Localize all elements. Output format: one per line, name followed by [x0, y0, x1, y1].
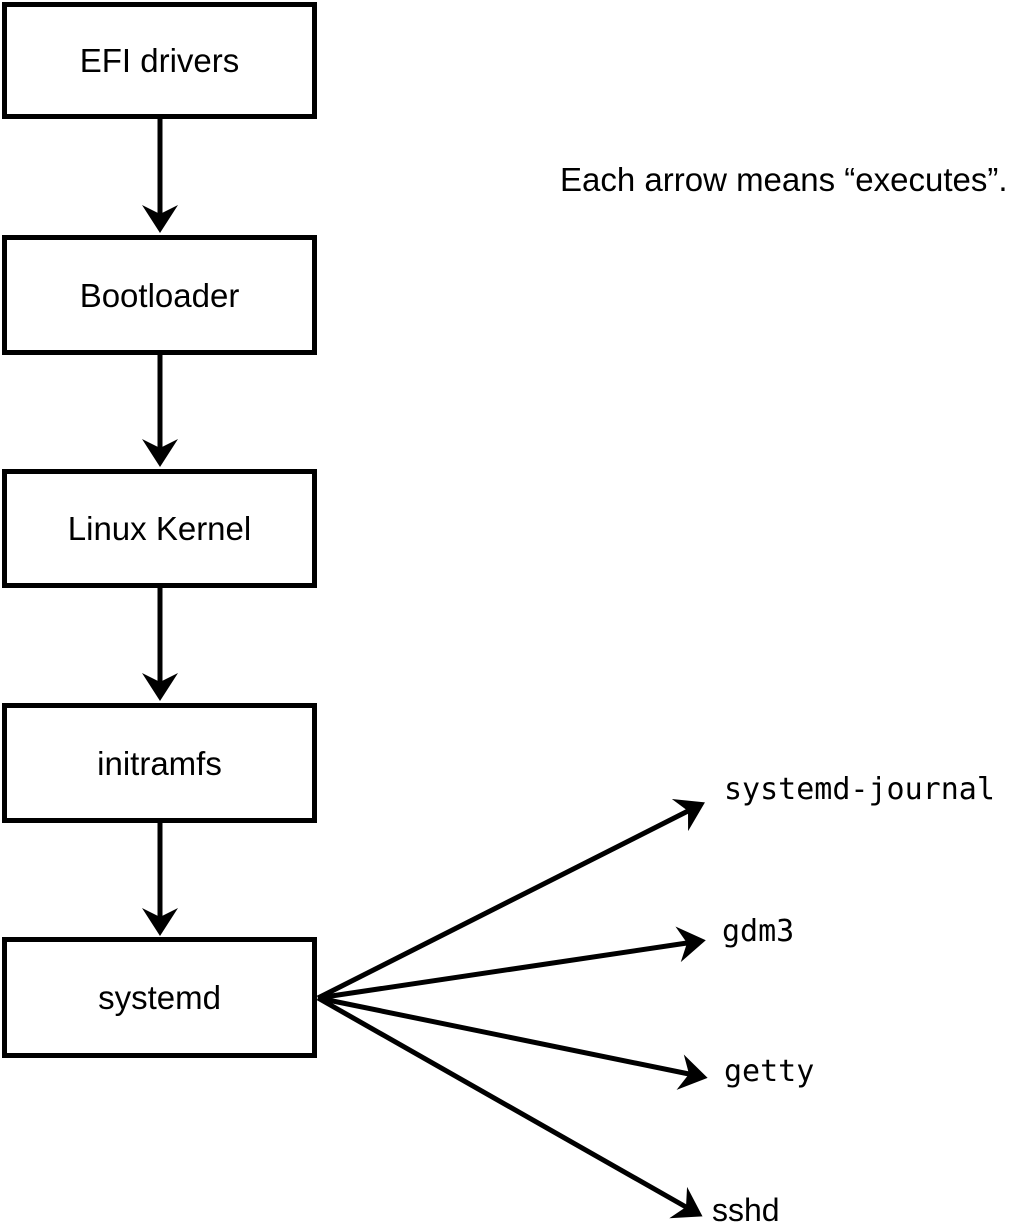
legend-note: Each arrow means “executes”. [560, 161, 1008, 198]
arrow-systemd-to-sshd [316, 995, 703, 1219]
arrow-systemd-to-gdm3 [317, 926, 706, 1001]
label-getty: getty [724, 1054, 815, 1089]
node-label: initramfs [97, 744, 222, 782]
arrow-systemd-to-systemd-journal [316, 798, 705, 1001]
label-systemd-journal: systemd-journal [724, 772, 995, 807]
label-sshd: sshd [712, 1192, 780, 1228]
node-label: EFI drivers [79, 42, 240, 79]
node-linux-kernel: Linux Kernel [2, 469, 317, 588]
node-label: Bootloader [79, 276, 240, 314]
node-systemd: systemd [2, 937, 317, 1058]
node-efi-drivers: EFI drivers [2, 2, 317, 119]
node-label: Linux Kernel [67, 510, 252, 547]
node-label: systemd [98, 979, 221, 1016]
node-initramfs: initramfs [2, 703, 317, 823]
arrow-systemd-to-getty [317, 995, 708, 1090]
label-gdm3: gdm3 [722, 914, 795, 949]
node-bootloader: Bootloader [2, 235, 317, 355]
